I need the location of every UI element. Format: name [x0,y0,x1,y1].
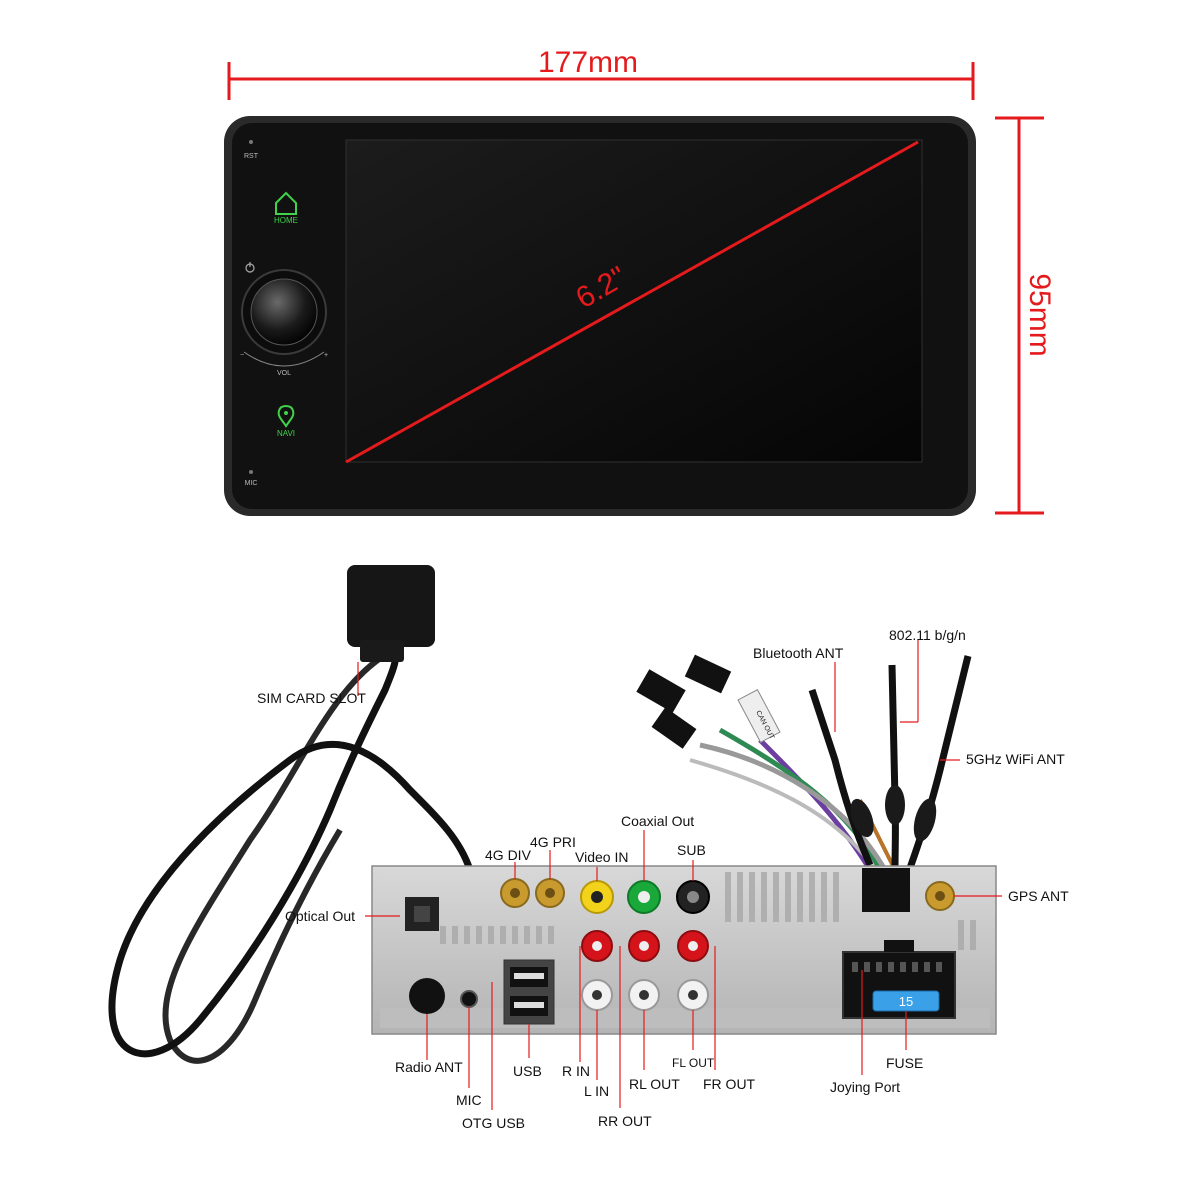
diagonal-line [345,140,919,464]
sub-label: SUB [677,842,706,858]
r-in-label: R IN [562,1063,590,1079]
head-unit-front: 6.2" RST HOME − + VOL NAVI MIC [224,116,976,516]
bluetooth-ant-label: Bluetooth ANT [753,645,844,661]
usb-ports[interactable] [503,959,555,1025]
wifi-802-label: 802.11 b/g/n [889,627,966,643]
optical-out-port[interactable] [405,897,439,931]
can-out-tag [737,688,781,744]
r-in-jack[interactable] [581,930,613,962]
location-pin-icon [277,404,295,428]
fr-out-label: FR OUT [703,1076,756,1092]
connector-2 [684,654,732,694]
rr-out-jack[interactable] [628,930,660,962]
gps-ant-label: GPS ANT [1008,888,1069,904]
width-dimension: 177mm [227,46,975,100]
4g-pri-connector[interactable] [535,878,565,908]
sim-card-module[interactable] [347,565,435,647]
mic-label: MIC [456,1092,482,1108]
connector-1 [636,669,686,713]
4g-div-label: 4G DIV [485,847,532,863]
video-in-label: Video IN [575,849,628,865]
fuse-label: FUSE [886,1055,923,1071]
home-button[interactable]: HOME [274,191,298,225]
reset-hole[interactable] [249,140,253,144]
4g-div-connector[interactable] [500,878,530,908]
rr-out-label: RR OUT [598,1113,652,1129]
l-in-jack[interactable] [581,979,613,1011]
antenna-cables [808,655,972,870]
mic-hole [249,470,253,474]
rl-out-jack[interactable] [628,979,660,1011]
fr-out-jack[interactable] [677,930,709,962]
coaxial-out-label: Coaxial Out [621,813,694,829]
sub-jack[interactable] [676,880,710,914]
navi-label: NAVI [277,429,295,438]
panel-mic-label: MIC [245,480,258,487]
otg-usb-label: OTG USB [462,1115,525,1131]
mic-port[interactable] [460,990,478,1008]
home-label: HOME [274,216,298,225]
coaxial-out-jack[interactable] [627,880,661,914]
width-label: 177mm [538,46,638,79]
sim-card-slot-label: SIM CARD SLOT [257,690,366,706]
minus-icon: − [240,352,244,359]
video-in-jack[interactable] [580,880,614,914]
joying-port-label: Joying Port [830,1079,900,1095]
l-in-label: L IN [584,1083,609,1099]
fl-out-label: FL OUT [672,1056,715,1070]
optical-out-label: Optical Out [285,908,355,924]
plus-icon: + [324,352,328,359]
volume-arc [243,351,325,367]
power-icon [245,262,255,273]
harness-plug [862,868,910,912]
volume-knob[interactable] [241,269,327,355]
vol-label: VOL [277,370,291,377]
rst-label: RST [244,153,259,160]
4g-pri-label: 4G PRI [530,834,576,850]
height-label: 95mm [1023,273,1056,356]
rca-leader-lines [579,946,716,1108]
fuse-value: 15 [899,994,913,1009]
navi-button[interactable]: NAVI [277,404,295,438]
radio-ant-label: Radio ANT [395,1059,463,1075]
wiring-harness: CAN OUT [636,654,897,872]
usb-label: USB [513,1063,542,1079]
fuse: 15 [872,990,940,1012]
rl-out-label: RL OUT [629,1076,680,1092]
radio-ant-port[interactable] [409,978,445,1014]
wifi-5ghz-label: 5GHz WiFi ANT [966,751,1065,767]
height-dimension: 95mm [995,116,1056,515]
fl-out-jack[interactable] [677,979,709,1011]
sim-card-cable [108,565,493,1064]
home-icon [275,191,297,215]
gps-ant-connector[interactable] [925,881,955,911]
connector-3 [651,707,697,749]
